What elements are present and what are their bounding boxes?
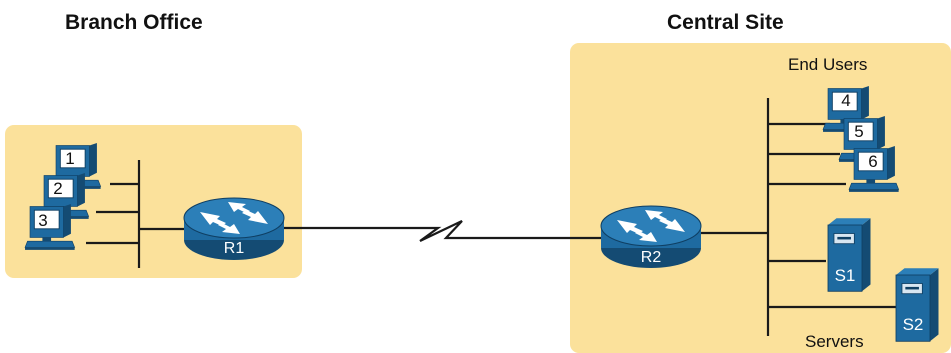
pc-2-label: 2 <box>53 179 62 198</box>
end-users-label: End Users <box>788 55 867 74</box>
pc-4-label: 4 <box>841 91 850 110</box>
central-site-title: Central Site <box>667 11 784 34</box>
server-s1-label: S1 <box>835 266 856 285</box>
pc-5-label: 5 <box>854 122 863 141</box>
branch-office-title: Branch Office <box>65 11 203 34</box>
pc-1-label: 1 <box>65 149 74 168</box>
branch-lan <box>86 160 188 268</box>
router-r2-label: R2 <box>641 249 662 266</box>
wan-serial-link <box>282 220 604 242</box>
servers-label: Servers <box>805 332 864 351</box>
router-r1-label: R1 <box>224 240 245 257</box>
pc-3-label: 3 <box>38 211 47 230</box>
central-lan <box>700 98 896 336</box>
pc-3 <box>24 203 76 251</box>
pc-6-label: 6 <box>868 152 877 171</box>
server-s2-label: S2 <box>903 315 924 334</box>
